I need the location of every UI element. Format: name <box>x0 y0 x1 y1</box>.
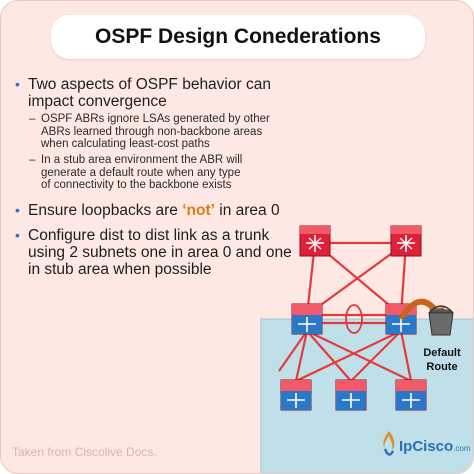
bullet-line: Two aspects of OSPF behavior can <box>28 76 271 93</box>
slide-title: OSPF Design Conederations <box>95 25 381 48</box>
sub-bullet-item: – OSPF ABRs ignore LSAs generated by oth… <box>29 113 270 151</box>
callout-line: Default <box>423 347 461 359</box>
sub-bullet-line: generate a default route when any type <box>41 166 241 179</box>
sub-bullet-line: of connectivity to the backbone exists <box>41 179 232 192</box>
bullet-marker: • <box>15 227 20 243</box>
sub-bullet-line: In a stub area environment the ABR will <box>41 154 243 166</box>
logo-name: IpCisco <box>399 438 454 455</box>
bullet-highlight: ‘not’ <box>182 202 215 219</box>
router-core-right <box>390 225 422 257</box>
bullet-line: using 2 subnets one in area 0 and one <box>28 244 292 261</box>
title-bar: OSPF Design Conederations <box>51 15 425 59</box>
sub-bullet-line: OSPF ABRs ignore LSAs generated by other <box>41 113 270 125</box>
sub-bullet-line: ABRs learned through non-backbone areas <box>41 125 263 138</box>
network-diagram: Default Route <box>260 225 473 473</box>
source-note: Taken from Ciscolive Docs. <box>12 445 157 459</box>
sub-bullet-line: when calculating least-cost paths <box>41 138 210 151</box>
flame-icon <box>383 431 395 456</box>
router-core-left <box>299 225 331 257</box>
router-access-3 <box>395 379 427 411</box>
sub-bullet-marker: – <box>29 154 36 166</box>
bullet-marker: • <box>15 202 20 218</box>
bullet-text-after: in area 0 <box>214 202 280 219</box>
router-access-2 <box>335 379 367 411</box>
callout-line: Route <box>426 361 457 373</box>
bullet-line: in stub area when possible <box>28 261 212 278</box>
bucket-icon <box>428 305 454 336</box>
bullet-text-before: Ensure loopbacks are <box>28 202 183 219</box>
router-access-1 <box>280 379 312 411</box>
sub-bullet-item: – In a stub area environment the ABR wil… <box>29 154 242 192</box>
logo-text: IpCisco.com <box>399 438 471 455</box>
default-route-callout: Default Route <box>423 347 461 373</box>
router-dist-left <box>291 303 323 335</box>
ipcisco-logo: IpCisco.com <box>377 427 471 463</box>
bullet-line: impact convergence <box>28 93 167 110</box>
bullet-line: Configure dist to dist link as a trunk <box>28 227 270 244</box>
bullet-line: Ensure loopbacks are ‘not’ in area 0 <box>15 202 280 219</box>
logo-suffix: .com <box>453 444 471 453</box>
bullet-item: • Configure dist to dist link as a trunk… <box>15 227 292 278</box>
bullet-item: • Ensure loopbacks are ‘not’ in area 0 <box>15 202 280 219</box>
default-route-arrow <box>398 298 439 321</box>
bullet-item: • Two aspects of OSPF behavior can impac… <box>15 76 271 110</box>
sub-bullet-marker: – <box>29 113 36 125</box>
bullet-marker: • <box>15 76 20 92</box>
